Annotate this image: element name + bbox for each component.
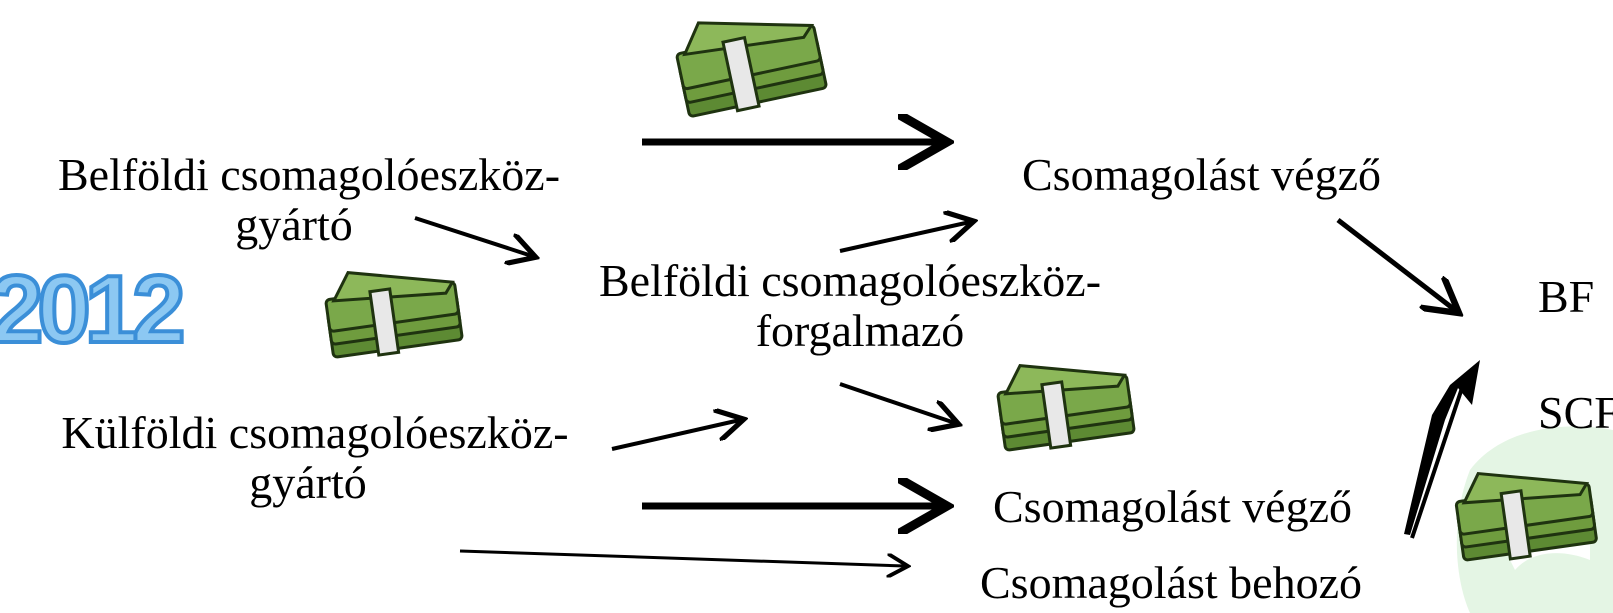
node-domestic-manufacturer-line1: Belföldi csomagolóeszköz- (57, 149, 561, 200)
money-stack-icon (1454, 471, 1598, 562)
node-importer: Csomagolást behozó (980, 557, 1362, 608)
node-domestic-distributor-line2: forgalmazó (755, 305, 965, 356)
svg-text:2012: 2012 (0, 262, 182, 362)
node-foreign-manufacturer-line2: gyártó (249, 457, 367, 508)
arrow-distributor-to-packer-top (839, 222, 970, 253)
node-packer-top: Csomagolást végző (1022, 149, 1381, 200)
money-stack-icon (996, 363, 1136, 452)
arrow-manufacturer-to-distributor (414, 216, 532, 256)
node-scf: SCF (1538, 387, 1613, 438)
arrow-foreign-to-importer (459, 549, 905, 566)
year-2012-logo: 2012 (0, 262, 190, 362)
node-domestic-manufacturer: Belföldi csomagolóeszköz- gyártó (14, 150, 604, 250)
node-domestic-distributor-line1: Belföldi csomagolóeszköz- (598, 255, 1102, 306)
node-foreign-manufacturer: Külföldi csomagolóeszköz- gyártó (20, 408, 610, 508)
arrow-packer-bottom-to-bf (1404, 360, 1480, 535)
node-bf: BF (1538, 271, 1595, 322)
node-domestic-manufacturer-line2: gyártó (235, 199, 353, 250)
arrow-foreign-to-distributor (611, 420, 740, 451)
arrow-packer-to-bf (1336, 218, 1455, 310)
node-packer-bottom: Csomagolást végző (993, 481, 1352, 532)
node-domestic-distributor: Belföldi csomagolóeszköz- forgalmazó (560, 256, 1140, 356)
node-foreign-manufacturer-line1: Külföldi csomagolóeszköz- (61, 407, 569, 458)
money-stack-icon (324, 270, 464, 359)
money-stack-icon (675, 21, 828, 118)
arrow-distributor-to-packer-bottom (839, 382, 955, 423)
